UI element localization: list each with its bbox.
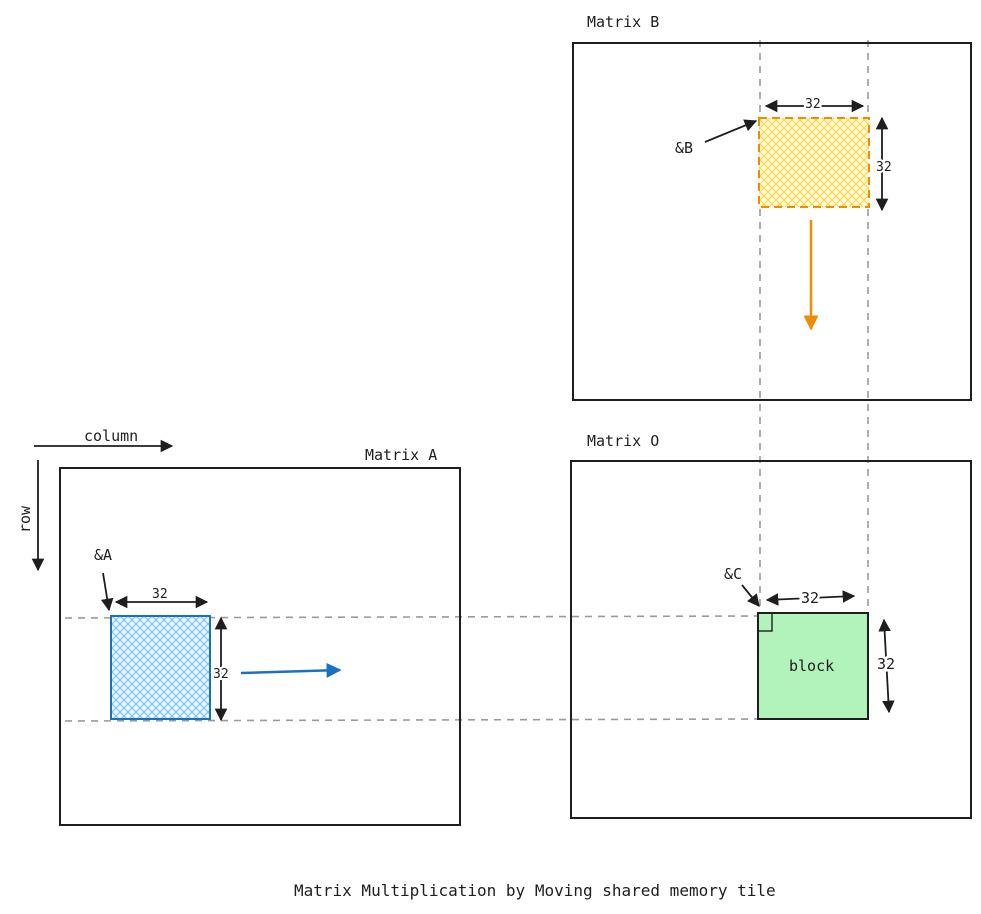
block-pointer-label: &C xyxy=(724,565,742,583)
matrix-o-frame xyxy=(570,460,972,819)
matrix-b: Matrix B 32 32 &B xyxy=(572,13,972,401)
matrix-b-frame xyxy=(572,42,972,401)
column-axis-label: column xyxy=(84,427,138,445)
tile-a-move-right-arrow xyxy=(240,662,342,678)
matrix-a-label: Matrix A xyxy=(365,446,437,464)
output-block-corner xyxy=(757,612,773,632)
tile-a-pointer-arrow xyxy=(100,572,114,612)
tile-b-pointer-label: &B xyxy=(675,139,693,157)
tile-a-height-label: 32 xyxy=(213,667,229,682)
block-width-label: 32 xyxy=(801,589,819,607)
block-width-arrow xyxy=(765,590,856,606)
block-height-arrow xyxy=(878,618,895,714)
matrix-a: Matrix A 32 32 &A xyxy=(59,446,461,826)
matrix-a-frame xyxy=(59,467,461,826)
diagram-caption: Matrix Multiplication by Moving shared m… xyxy=(294,881,776,900)
matrix-b-label: Matrix B xyxy=(587,13,659,31)
output-block xyxy=(757,612,869,720)
output-block-label: block xyxy=(789,657,834,675)
tile-b-width-label: 32 xyxy=(805,97,821,112)
tile-a xyxy=(110,615,211,720)
row-guide-bottom xyxy=(64,718,758,722)
tile-b-pointer-arrow xyxy=(704,119,758,143)
matrix-o: Matrix O block 32 32 &C xyxy=(570,432,972,819)
tile-b-height-label: 32 xyxy=(876,160,892,175)
row-axis-label: row xyxy=(16,505,34,533)
block-pointer-arrow xyxy=(741,584,760,607)
matrix-o-label: Matrix O xyxy=(587,432,659,450)
row-guide-top xyxy=(64,615,758,619)
tile-a-pointer-label: &A xyxy=(94,546,112,564)
tile-b xyxy=(758,117,870,208)
tile-a-width-label: 32 xyxy=(152,587,168,602)
axes: column row xyxy=(16,427,174,572)
block-height-label: 32 xyxy=(877,655,895,673)
